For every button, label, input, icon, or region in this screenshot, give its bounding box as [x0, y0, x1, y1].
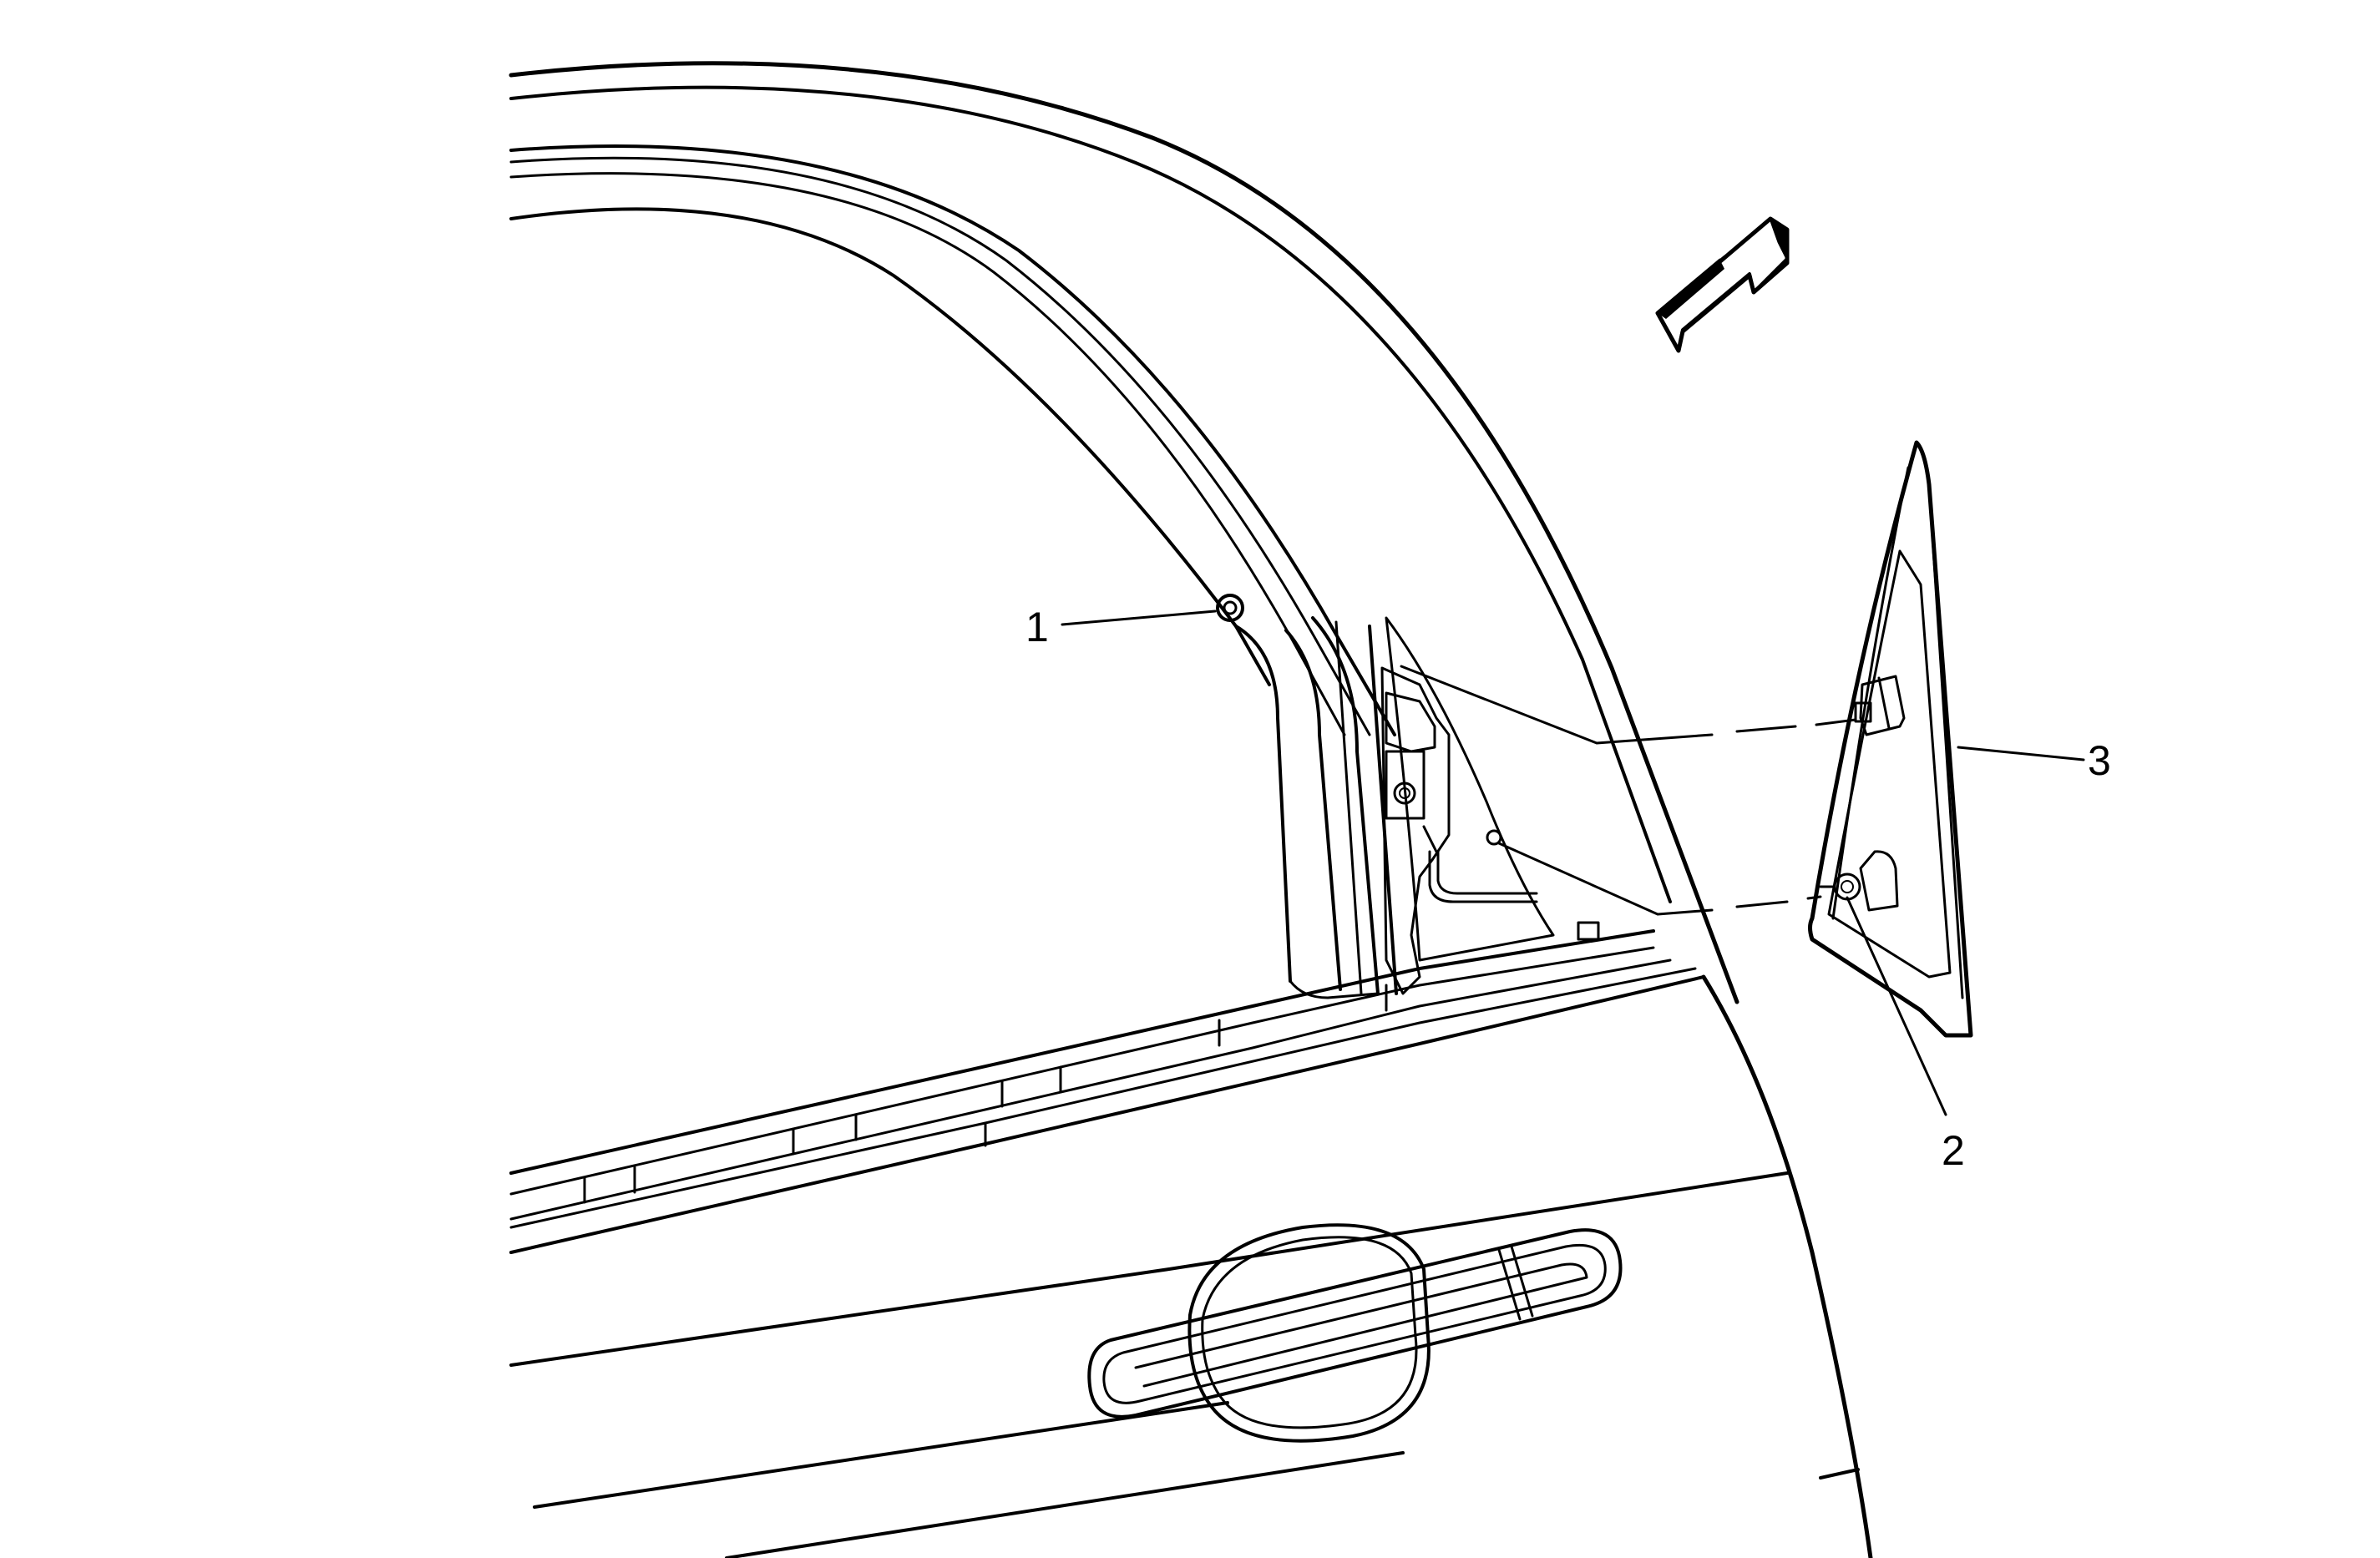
callout-2-leader — [1846, 896, 1947, 1116]
direction-arrow-icon — [1655, 216, 1790, 353]
callout-3-leader — [1957, 746, 2085, 761]
bracket-bolt-plate — [1385, 750, 1425, 820]
roof-outer-curve — [509, 61, 1739, 1004]
wire-harness-2 — [1436, 850, 1538, 895]
mount-hole-icon — [1486, 829, 1502, 846]
window-glass-edge — [509, 207, 1271, 686]
trim-clip-ridge — [1877, 676, 1891, 730]
handle-cap-split-2 — [1510, 1245, 1534, 1318]
handle-pocket-outer — [1187, 1223, 1431, 1443]
callout-1-label: 1 — [1025, 604, 1049, 650]
mirror-mount-area — [1380, 616, 1600, 995]
callout-3: 3 — [1957, 737, 2111, 784]
beltline-bottom — [509, 975, 1705, 1254]
callout-1: 1 — [1025, 604, 1217, 650]
fastener-1 — [1216, 594, 1244, 622]
bracket-bolt-center — [1399, 787, 1410, 799]
handle-grip-inner — [1102, 1243, 1607, 1404]
beltline-second — [509, 946, 1655, 1196]
fastener-icon — [1216, 594, 1244, 622]
door-latch-tab — [1577, 921, 1600, 941]
belt-molding — [509, 929, 1705, 1254]
callout-2-label: 2 — [1942, 1127, 1965, 1174]
trim-panel-face-recess — [1827, 549, 1952, 979]
arrow-body — [1655, 216, 1790, 353]
bracket-lower-line — [1422, 825, 1438, 853]
handle-grip-outer — [1087, 1228, 1623, 1419]
trim-panel-outline — [1808, 440, 1973, 1038]
pillar-seam — [1334, 620, 1363, 995]
handle-cap-split — [1497, 1248, 1522, 1321]
pillar-rear-edge — [1311, 616, 1380, 995]
bracket-upper-block — [1385, 691, 1436, 753]
trim-clip-stem — [1854, 701, 1872, 723]
pillar-front-edge — [1284, 629, 1342, 991]
trim-clip-icon — [1859, 675, 1906, 736]
handle-pocket-inner — [1201, 1236, 1418, 1429]
wire-harness — [1428, 850, 1538, 903]
frame-channel-inner — [509, 172, 1346, 736]
trim-panel-rear-flange — [1927, 483, 1964, 999]
fastener-center — [1223, 600, 1238, 615]
roof-second-curve — [509, 85, 1672, 903]
door-rear-edge — [1701, 974, 1873, 1558]
bracket-bolt-icon — [1393, 782, 1416, 805]
glass-rear-edge — [1234, 625, 1292, 983]
trim-panel-inner-edge — [1831, 466, 1910, 920]
beltline-lip — [509, 967, 1697, 1229]
lower-body-line — [533, 1401, 1229, 1509]
door-panel — [509, 974, 1873, 1558]
window-pillar — [1234, 616, 1398, 999]
alignment-lines — [1400, 665, 1857, 916]
handle-grip-highlight — [1134, 1262, 1588, 1388]
body-crease-line — [509, 1171, 1789, 1367]
frame-channel-mid — [509, 156, 1371, 736]
arrow-head-shade — [1658, 261, 1724, 319]
callout-2: 2 — [1846, 896, 1965, 1174]
bracket-outline — [1380, 666, 1451, 995]
trim-stud-boss — [1859, 850, 1899, 912]
arrow-outline — [1656, 217, 1789, 352]
door-gap-mark — [1819, 1468, 1860, 1480]
mount-opening-outline — [1385, 616, 1555, 962]
clip-alignment-line — [1400, 665, 1857, 745]
door-handle — [1087, 1223, 1623, 1443]
callout-3-label: 3 — [2088, 737, 2111, 784]
callout-1-leader — [1061, 610, 1217, 626]
mirror-trim-panel — [1808, 440, 1973, 1038]
stud-alignment-line — [1497, 842, 1822, 916]
door-frame-outline — [509, 61, 1739, 1004]
beltline-third — [509, 959, 1672, 1221]
lower-body-line-2 — [725, 1451, 1405, 1558]
beltline-top — [509, 929, 1655, 1175]
frame-channel-outer — [509, 144, 1396, 736]
stud-nut-center — [1841, 880, 1854, 893]
